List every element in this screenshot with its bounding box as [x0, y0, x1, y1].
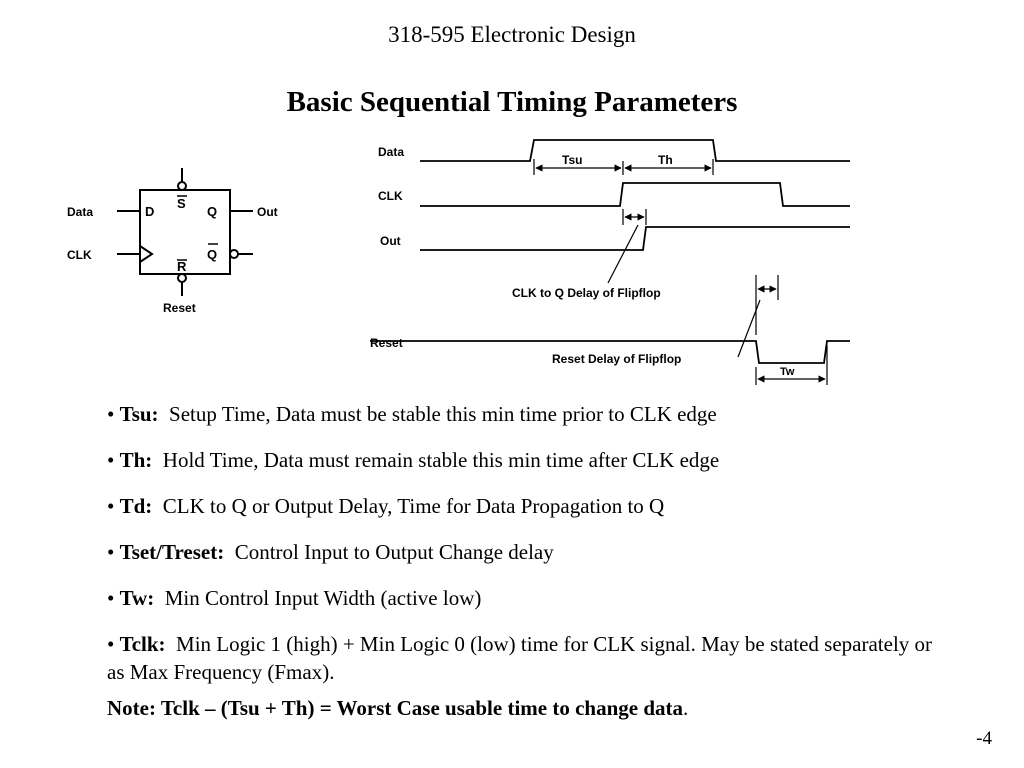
ff-label-reset: Reset [163, 301, 196, 315]
pin-d: D [145, 204, 154, 219]
tw-label: Tw [780, 366, 795, 378]
pin-q: Q [207, 204, 217, 219]
bullet-th: • Th: Hold Time, Data must remain stable… [107, 448, 720, 472]
th-label: Th [658, 153, 673, 167]
parameter-list: • Tsu: Setup Time, Data must be stable t… [107, 400, 937, 740]
ff-label-data: Data [67, 205, 93, 219]
ff-label-clk: CLK [67, 248, 92, 262]
waveform-reset [370, 340, 850, 364]
signal-label-out: Out [380, 234, 401, 248]
ff-label-out: Out [257, 205, 278, 219]
waveform-out [420, 226, 850, 251]
waveform-clk [420, 182, 850, 207]
slide-title: Basic Sequential Timing Parameters [286, 86, 738, 118]
bullet-tsu: • Tsu: Setup Time, Data must be stable t… [107, 402, 717, 426]
waveform-data [420, 139, 850, 162]
reset-delay-label: Reset Delay of Flipflop [552, 352, 681, 366]
pin-s: S [177, 196, 186, 211]
timing-diagram: Data CLK Out Reset Tsu Th CLK to Q Delay… [370, 139, 850, 385]
clk-to-q-label: CLK to Q Delay of Flipflop [512, 286, 661, 300]
signal-label-data: Data [378, 145, 404, 159]
signal-label-reset: Reset [370, 336, 403, 350]
bullet-tset-treset: • Tset/Treset: Control Input to Output C… [107, 540, 554, 564]
course-title: 318-595 Electronic Design [388, 22, 636, 47]
pin-r: R [177, 259, 187, 274]
flipflop-diagram: D S Q R Q Data CLK Out Reset [67, 168, 278, 315]
tsu-label: Tsu [562, 153, 582, 167]
note: Note: Tclk – (Tsu + Th) = Worst Case usa… [107, 696, 689, 720]
signal-label-clk: CLK [378, 189, 403, 203]
bullet-td: • Td: CLK to Q or Output Delay, Time for… [107, 494, 665, 518]
bullet-tclk: • Tclk: Min Logic 1 (high) + Min Logic 0… [107, 632, 933, 684]
pin-qbar: Q [207, 247, 217, 262]
page-number: -4 [976, 728, 992, 749]
bullet-tw: • Tw: Min Control Input Width (active lo… [107, 586, 482, 610]
